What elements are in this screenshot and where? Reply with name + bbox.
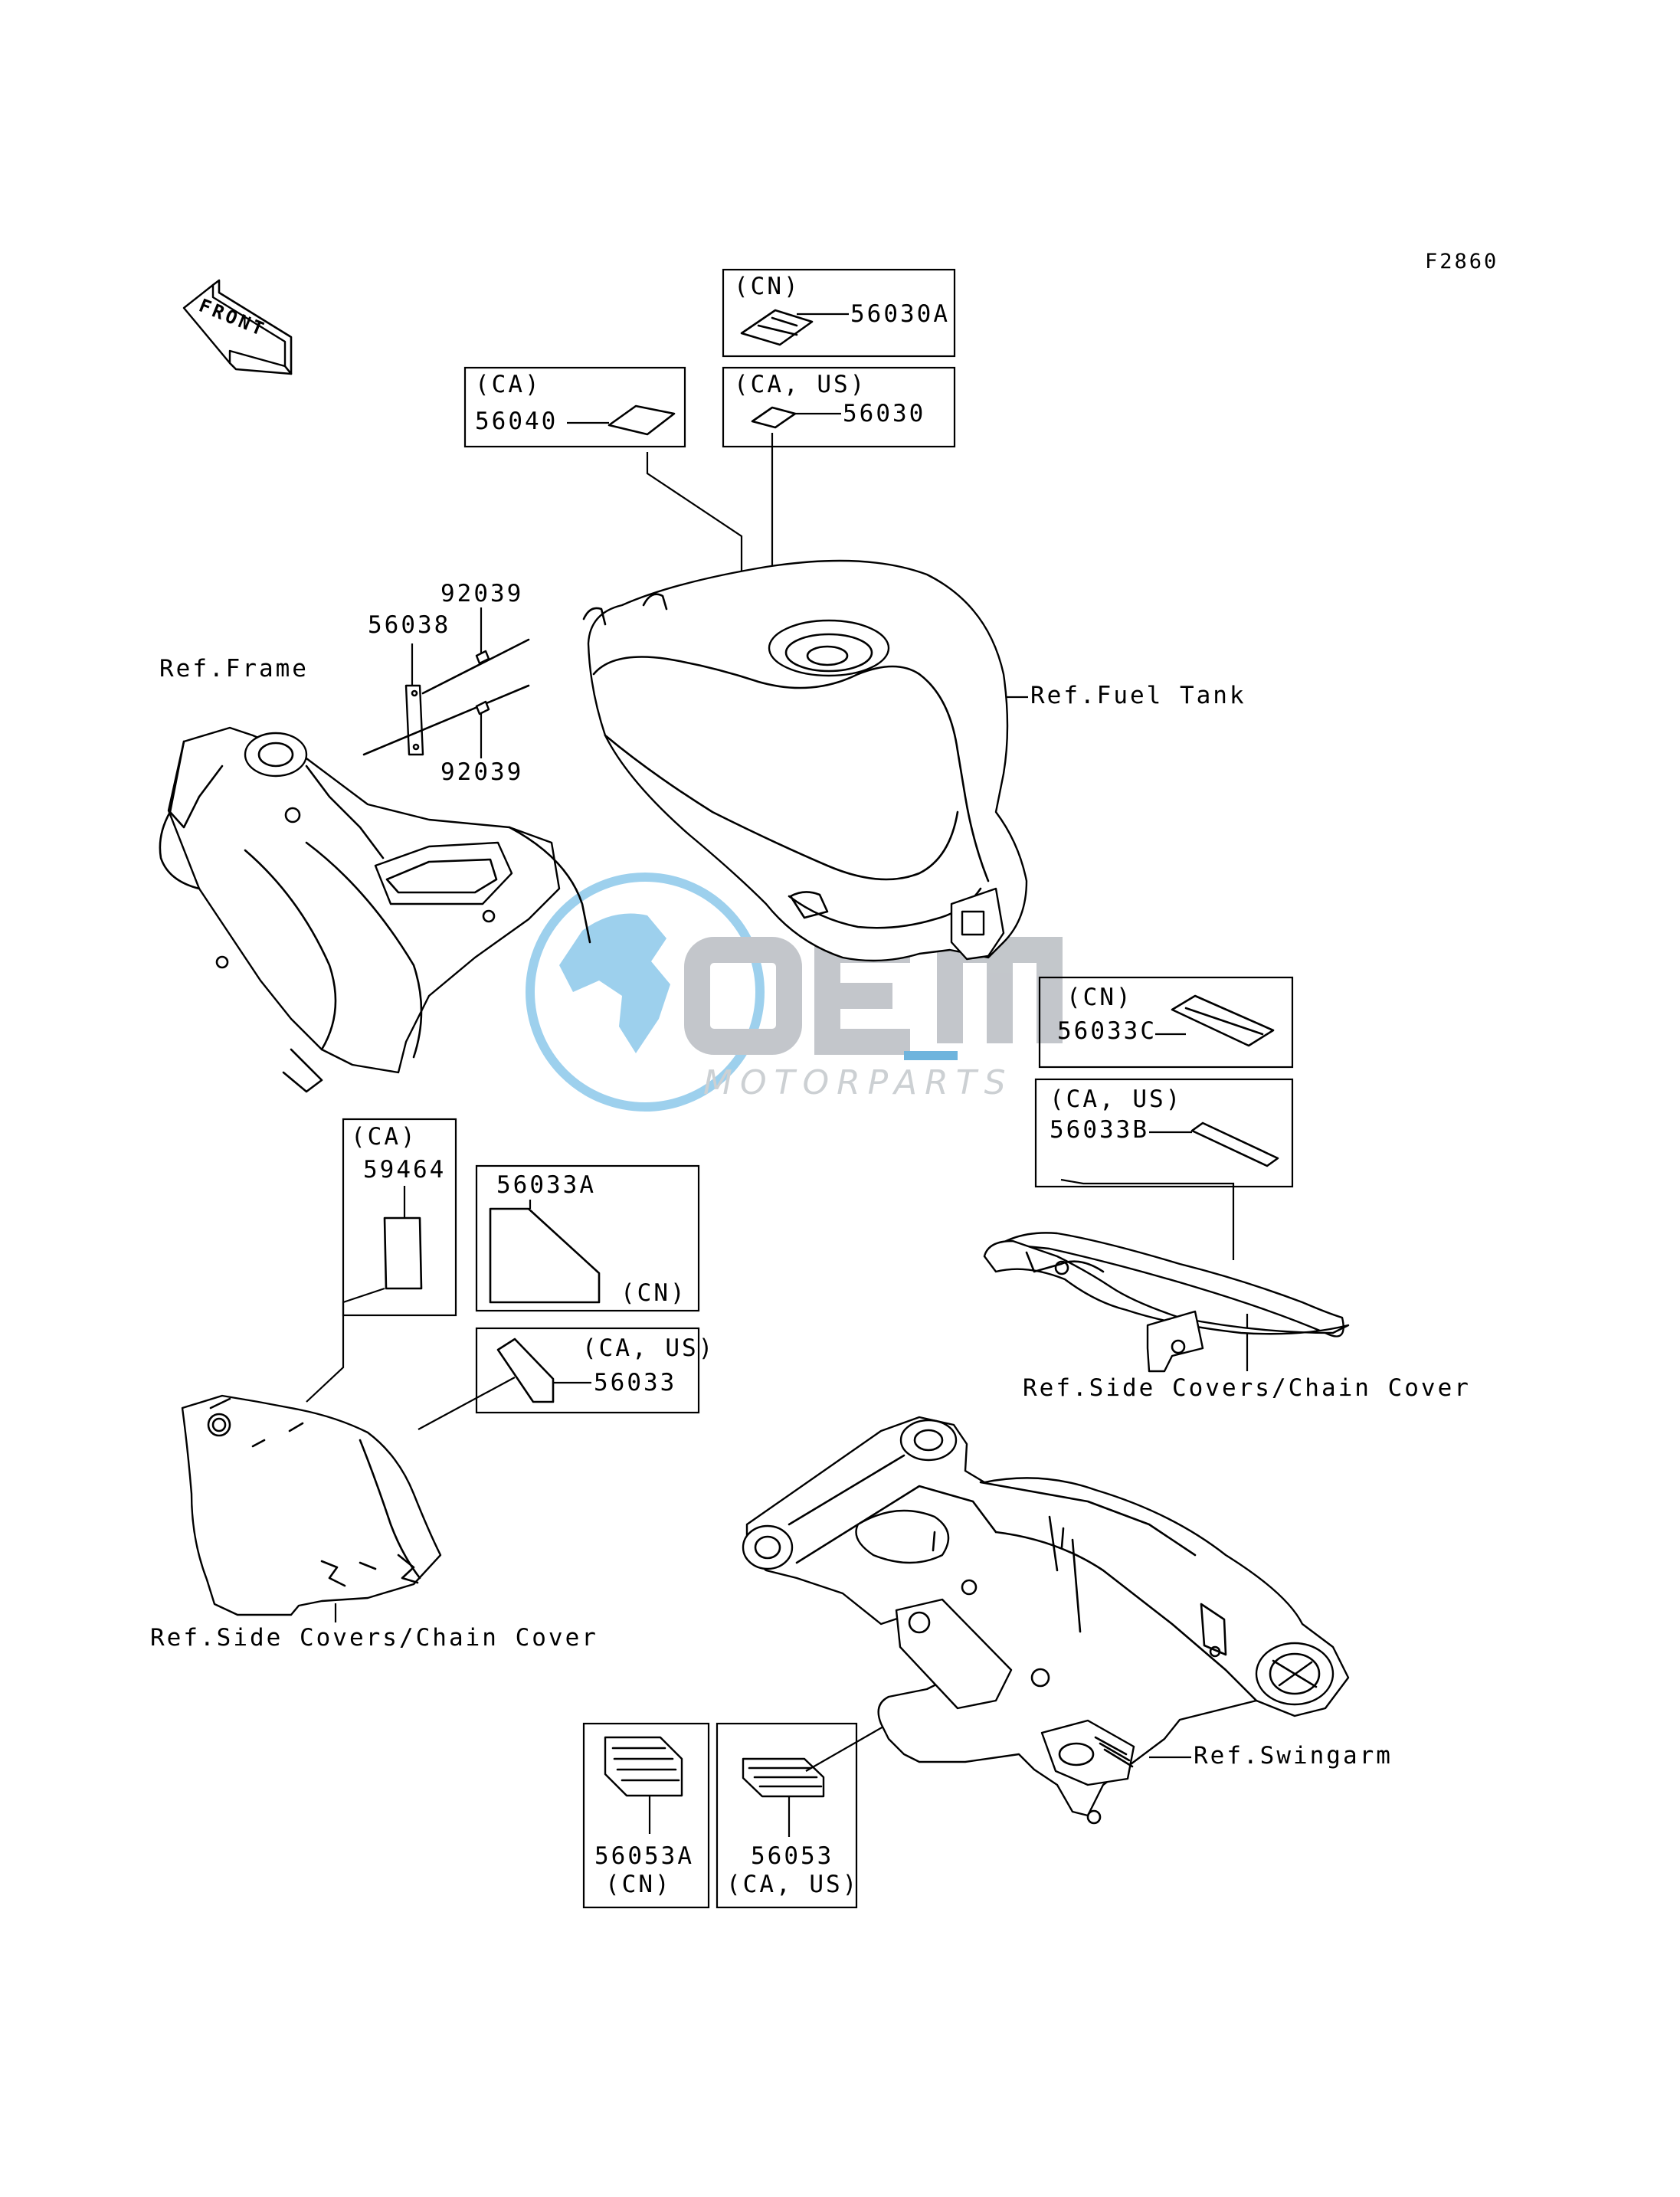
watermark-subtitle: MOTORPARTS [703, 1063, 1014, 1102]
part-92039-bottom: 92039 [440, 758, 523, 786]
label-box-56030a: (CN) 56030A [722, 268, 956, 358]
ref-fuel-tank: Ref.Fuel Tank [1030, 682, 1246, 709]
region-label: (CN) [734, 273, 801, 300]
label-box-59464: (CA) 59464 [342, 1118, 457, 1317]
region-label: (CA, US) [582, 1334, 715, 1362]
part-number: 56033C [1057, 1017, 1157, 1045]
bracket-56038-icon [404, 684, 424, 756]
ref-frame: Ref.Frame [159, 655, 309, 683]
label-box-56033a: 56033A (CN) [475, 1164, 700, 1312]
part-number: 59464 [363, 1156, 446, 1184]
decal-icon [383, 1216, 423, 1290]
frame-drawing [159, 726, 591, 1093]
part-number: 56040 [475, 408, 558, 435]
part-number: 56033 [594, 1369, 676, 1396]
part-56038: 56038 [368, 611, 450, 639]
ref-side-covers-right: Ref.Side Covers/Chain Cover [1023, 1374, 1471, 1402]
part-number: 56033A [496, 1171, 596, 1199]
side-cover-left-drawing [181, 1394, 442, 1616]
region-label: (CA, US) [734, 371, 866, 398]
label-box-56033b: (CA, US) 56033B [1034, 1078, 1294, 1188]
decal-icon [742, 1757, 825, 1798]
region-label: (CA) [475, 371, 542, 398]
decal-icon [489, 1207, 601, 1304]
part-number: 56053 [751, 1842, 833, 1870]
watermark-continents-icon [559, 913, 670, 1053]
watermark-accent-bar [904, 1051, 958, 1060]
decal-icon [496, 1338, 555, 1403]
part-number: 56053A [594, 1842, 694, 1870]
swingarm-drawing [742, 1416, 1350, 1825]
chain-cover-right-drawing [983, 1232, 1350, 1373]
part-number: 56030A [850, 300, 950, 328]
watermark-globe-icon [526, 873, 765, 1112]
oem-motorparts-watermark: MOTORPARTS [526, 873, 1063, 1112]
watermark-letter-e [814, 937, 910, 1055]
label-box-56040: (CA) 56040 [463, 366, 686, 448]
diagram-code: F2860 [1425, 250, 1498, 273]
part-number: 56033B [1050, 1116, 1149, 1144]
watermark-letter-o [684, 937, 802, 1055]
region-label: (CA, US) [1050, 1085, 1182, 1113]
bolt-92039-icon [362, 638, 530, 756]
label-box-56053: 56053 (CA, US) [716, 1722, 859, 1909]
label-box-56030: (CA, US) 56030 [722, 366, 956, 448]
label-box-56033: (CA, US) 56033 [475, 1327, 715, 1414]
decal-icon [740, 309, 814, 346]
region-label: (CA, US) [726, 1871, 859, 1898]
decal-icon [751, 406, 797, 429]
front-arrow-icon: FRONT [182, 279, 293, 375]
region-label: (CN) [1066, 984, 1133, 1011]
ref-swingarm: Ref.Swingarm [1194, 1742, 1393, 1770]
watermark-letter-m [937, 937, 1063, 1043]
region-label: (CN) [621, 1279, 687, 1307]
decal-icon [1171, 994, 1275, 1047]
region-label: (CN) [605, 1871, 672, 1898]
decal-icon [604, 1736, 683, 1797]
label-box-56053a: 56053A (CN) [582, 1722, 710, 1909]
fuel-tank-drawing [582, 559, 1028, 962]
decal-icon [607, 404, 676, 436]
ref-side-covers-left: Ref.Side Covers/Chain Cover [150, 1624, 598, 1652]
label-box-56033c: (CN) 56033C [1038, 976, 1294, 1069]
region-label: (CA) [351, 1123, 418, 1151]
part-number: 56030 [843, 400, 925, 427]
decal-icon [1190, 1121, 1279, 1167]
part-92039-top: 92039 [440, 580, 523, 607]
